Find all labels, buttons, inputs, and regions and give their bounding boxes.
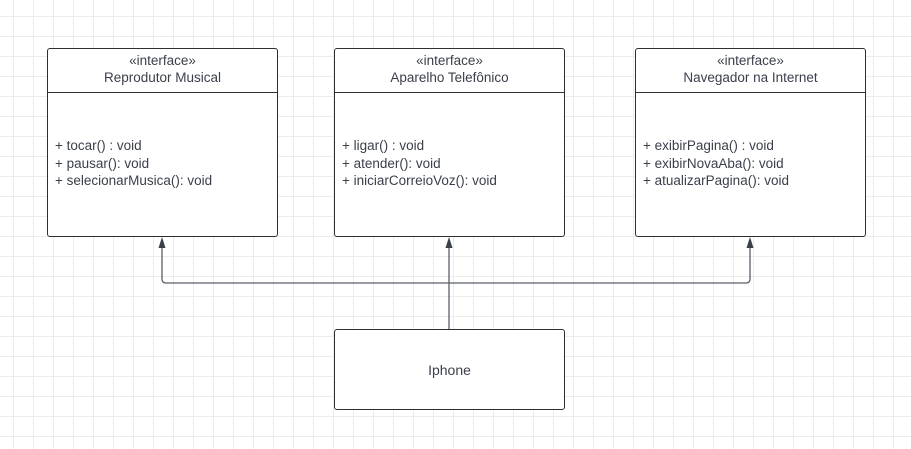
connector-to-navegador-internet (449, 248, 751, 284)
operation-exibir-nova-aba: + exibirNovaAba(): void (643, 155, 784, 171)
stereotype-label: «interface» (416, 53, 483, 68)
operation-ligar: + ligar() : void (342, 138, 425, 153)
operation-iniciar-correio-voz: + iniciarCorreioVoz(): void (342, 173, 497, 188)
interface-aparelho-telefonico[interactable]: «interface» Aparelho Telefônico + ligar(… (334, 48, 565, 237)
operation-selecionar-musica: + selecionarMusica(): void (55, 173, 213, 188)
interface-header: «interface» Aparelho Telefônico (335, 49, 564, 93)
arrowhead-navegador-internet (746, 237, 754, 248)
interface-header: «interface» Navegador na Internet (636, 49, 865, 93)
operation-atualizar-pagina: + atualizarPagina(): void (643, 173, 789, 188)
operation-tocar: + tocar() : void (55, 138, 142, 153)
connector-to-reprodutor-musical (161, 248, 449, 284)
interface-header: «interface» Reprodutor Musical (48, 49, 277, 93)
operations-list: + ligar() : void + atender(): void + ini… (342, 137, 497, 190)
interface-navegador-internet[interactable]: «interface» Navegador na Internet + exib… (635, 48, 866, 237)
interface-name: Aparelho Telefônico (390, 70, 509, 85)
operations-list: + tocar() : void + pausar(): void + sele… (55, 137, 212, 190)
arrowhead-reprodutor-musical (158, 237, 166, 248)
arrowhead-aparelho-telefonico (445, 237, 453, 248)
operations-list: + exibirPagina() : void + exibirNovaAba(… (643, 137, 789, 190)
operation-pausar: + pausar(): void (55, 155, 150, 171)
class-iphone[interactable]: Iphone (334, 329, 565, 410)
interface-name: Navegador na Internet (683, 70, 818, 85)
stereotype-label: «interface» (129, 53, 196, 68)
interface-reprodutor-musical[interactable]: «interface» Reprodutor Musical + tocar()… (47, 48, 278, 237)
interface-name: Reprodutor Musical (103, 70, 222, 85)
operation-exibir-pagina: + exibirPagina() : void (643, 138, 774, 153)
stereotype-label: «interface» (717, 53, 784, 68)
operation-atender: + atender(): void (342, 155, 441, 171)
class-name: Iphone (428, 361, 471, 378)
